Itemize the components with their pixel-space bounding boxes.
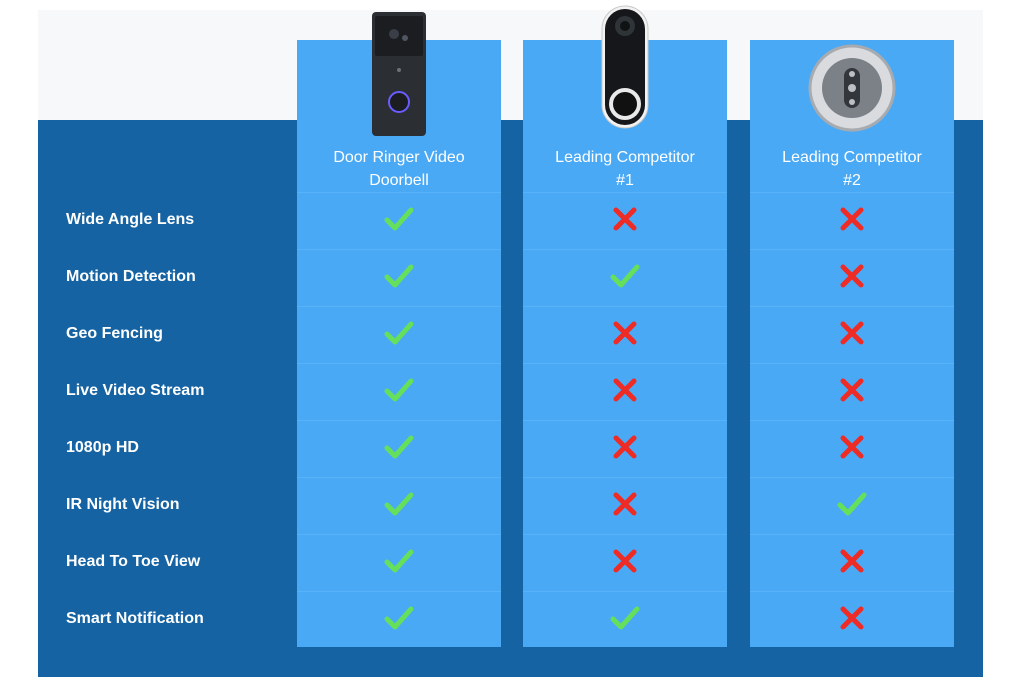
availability-cell — [523, 306, 727, 363]
product-column-competitor-2: Leading Competitor #2 — [750, 40, 954, 647]
availability-cell — [750, 192, 954, 249]
cross-icon — [610, 204, 640, 239]
availability-cell — [297, 591, 501, 648]
check-icon — [384, 432, 414, 467]
cross-icon — [837, 318, 867, 353]
cross-icon — [610, 318, 640, 353]
feature-label: Motion Detection — [66, 268, 196, 285]
availability-cell — [750, 249, 954, 306]
check-icon — [384, 603, 414, 638]
check-icon — [384, 318, 414, 353]
check-icon — [837, 489, 867, 524]
cross-icon — [610, 489, 640, 524]
availability-cell — [297, 477, 501, 534]
check-icon — [610, 603, 640, 638]
cross-icon — [837, 204, 867, 239]
product-column-competitor-1: Leading Competitor #1 — [523, 5, 727, 648]
check-icon — [384, 261, 414, 296]
availability-cell — [750, 306, 954, 363]
availability-cell — [297, 192, 501, 249]
feature-label: 1080p HD — [66, 439, 139, 456]
availability-cell — [523, 534, 727, 591]
product-name: Leading Competitor #1 — [555, 149, 695, 189]
check-icon — [610, 261, 640, 296]
availability-cell — [523, 420, 727, 477]
feature-label: Smart Notification — [66, 610, 204, 627]
cross-icon — [837, 546, 867, 581]
availability-cell — [297, 534, 501, 591]
cross-icon — [610, 546, 640, 581]
availability-cell — [297, 306, 501, 363]
cross-icon — [837, 432, 867, 467]
availability-cell — [523, 591, 727, 648]
check-icon — [384, 489, 414, 524]
availability-cell — [750, 363, 954, 420]
availability-cell — [297, 249, 501, 306]
availability-cell — [750, 591, 954, 648]
check-icon — [384, 375, 414, 410]
cross-icon — [610, 432, 640, 467]
video-doorbell-device-icon — [297, 12, 501, 136]
feature-label: Live Video Stream — [66, 382, 205, 399]
feature-label: Wide Angle Lens — [66, 211, 195, 228]
round-doorbell-device-icon — [750, 40, 954, 136]
availability-cell — [523, 477, 727, 534]
cross-icon — [610, 375, 640, 410]
product-column-door-ringer: Door Ringer Video Doorbell — [297, 12, 501, 648]
availability-cell — [750, 534, 954, 591]
availability-cell — [750, 477, 954, 534]
feature-label: Geo Fencing — [66, 325, 163, 342]
availability-cell — [297, 363, 501, 420]
oval-doorbell-device-icon — [523, 5, 727, 136]
feature-label: Head To Toe View — [66, 553, 201, 570]
availability-cell — [523, 363, 727, 420]
cross-icon — [837, 261, 867, 296]
product-name: Leading Competitor #2 — [782, 149, 922, 189]
cross-icon — [837, 375, 867, 410]
cross-icon — [837, 603, 867, 638]
availability-cell — [523, 192, 727, 249]
feature-label: IR Night Vision — [66, 496, 180, 513]
availability-cell — [297, 420, 501, 477]
availability-cell — [523, 249, 727, 306]
availability-cell — [750, 420, 954, 477]
check-icon — [384, 204, 414, 239]
check-icon — [384, 546, 414, 581]
product-name: Door Ringer Video Doorbell — [333, 149, 465, 189]
